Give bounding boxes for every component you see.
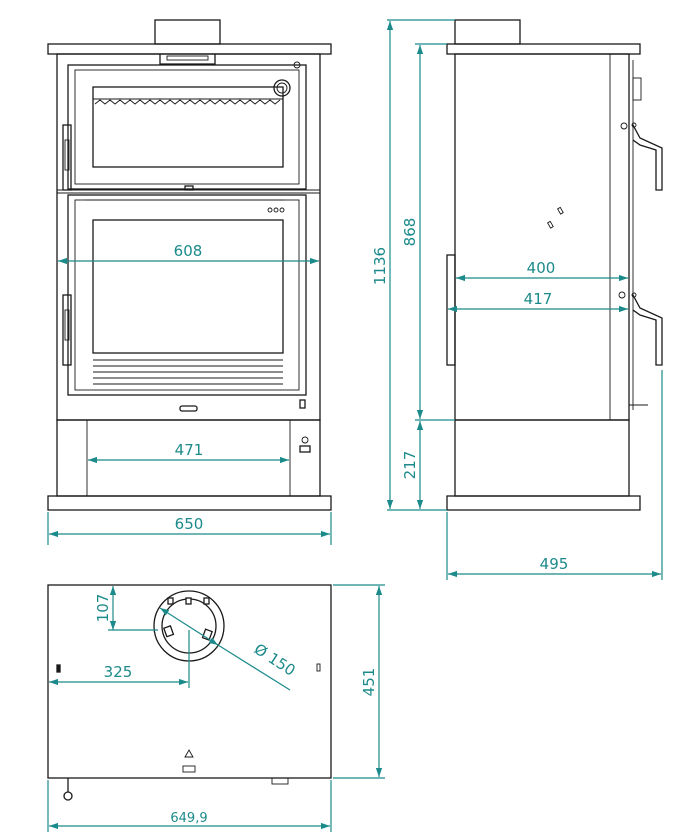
side-top-plate bbox=[446, 43, 641, 55]
thermometer-dial bbox=[273, 79, 291, 97]
dim-471: 471 bbox=[175, 441, 204, 459]
top-dimensions: 107 325 Ø 150 451 649,9 bbox=[47, 584, 385, 832]
front-body bbox=[56, 53, 321, 421]
front-dimensions: 608 471 650 bbox=[47, 242, 332, 545]
front-flue-collar bbox=[154, 19, 221, 45]
front-foot-plate bbox=[47, 495, 332, 511]
dim-649-9: 649,9 bbox=[170, 811, 207, 826]
dim-417: 417 bbox=[524, 290, 553, 308]
front-top-plate bbox=[47, 43, 332, 55]
firebox-door bbox=[67, 194, 307, 396]
oven-window bbox=[92, 86, 284, 168]
firebox-window bbox=[92, 219, 284, 354]
front-view bbox=[47, 19, 332, 511]
dim-107: 107 bbox=[94, 594, 112, 623]
dim-868: 868 bbox=[401, 218, 419, 247]
dim-325: 325 bbox=[104, 663, 133, 681]
dim-1136: 1136 bbox=[371, 247, 389, 285]
dim-150-diameter: Ø 150 bbox=[251, 640, 299, 680]
top-outline bbox=[47, 584, 332, 779]
dim-451: 451 bbox=[360, 668, 378, 697]
poker-knob bbox=[63, 791, 73, 801]
oven-door bbox=[67, 64, 307, 190]
ashpan-handle bbox=[179, 405, 198, 412]
dim-495: 495 bbox=[540, 555, 569, 573]
dim-608: 608 bbox=[174, 242, 203, 260]
dim-217: 217 bbox=[401, 451, 419, 480]
top-view bbox=[47, 584, 332, 801]
side-base bbox=[454, 419, 630, 497]
side-flue-collar bbox=[454, 19, 521, 45]
dim-400: 400 bbox=[527, 259, 556, 277]
dim-650: 650 bbox=[175, 515, 204, 533]
side-foot-plate bbox=[446, 495, 641, 511]
side-dimensions: 1136 868 217 400 417 495 bbox=[371, 19, 663, 580]
side-body bbox=[454, 53, 630, 421]
